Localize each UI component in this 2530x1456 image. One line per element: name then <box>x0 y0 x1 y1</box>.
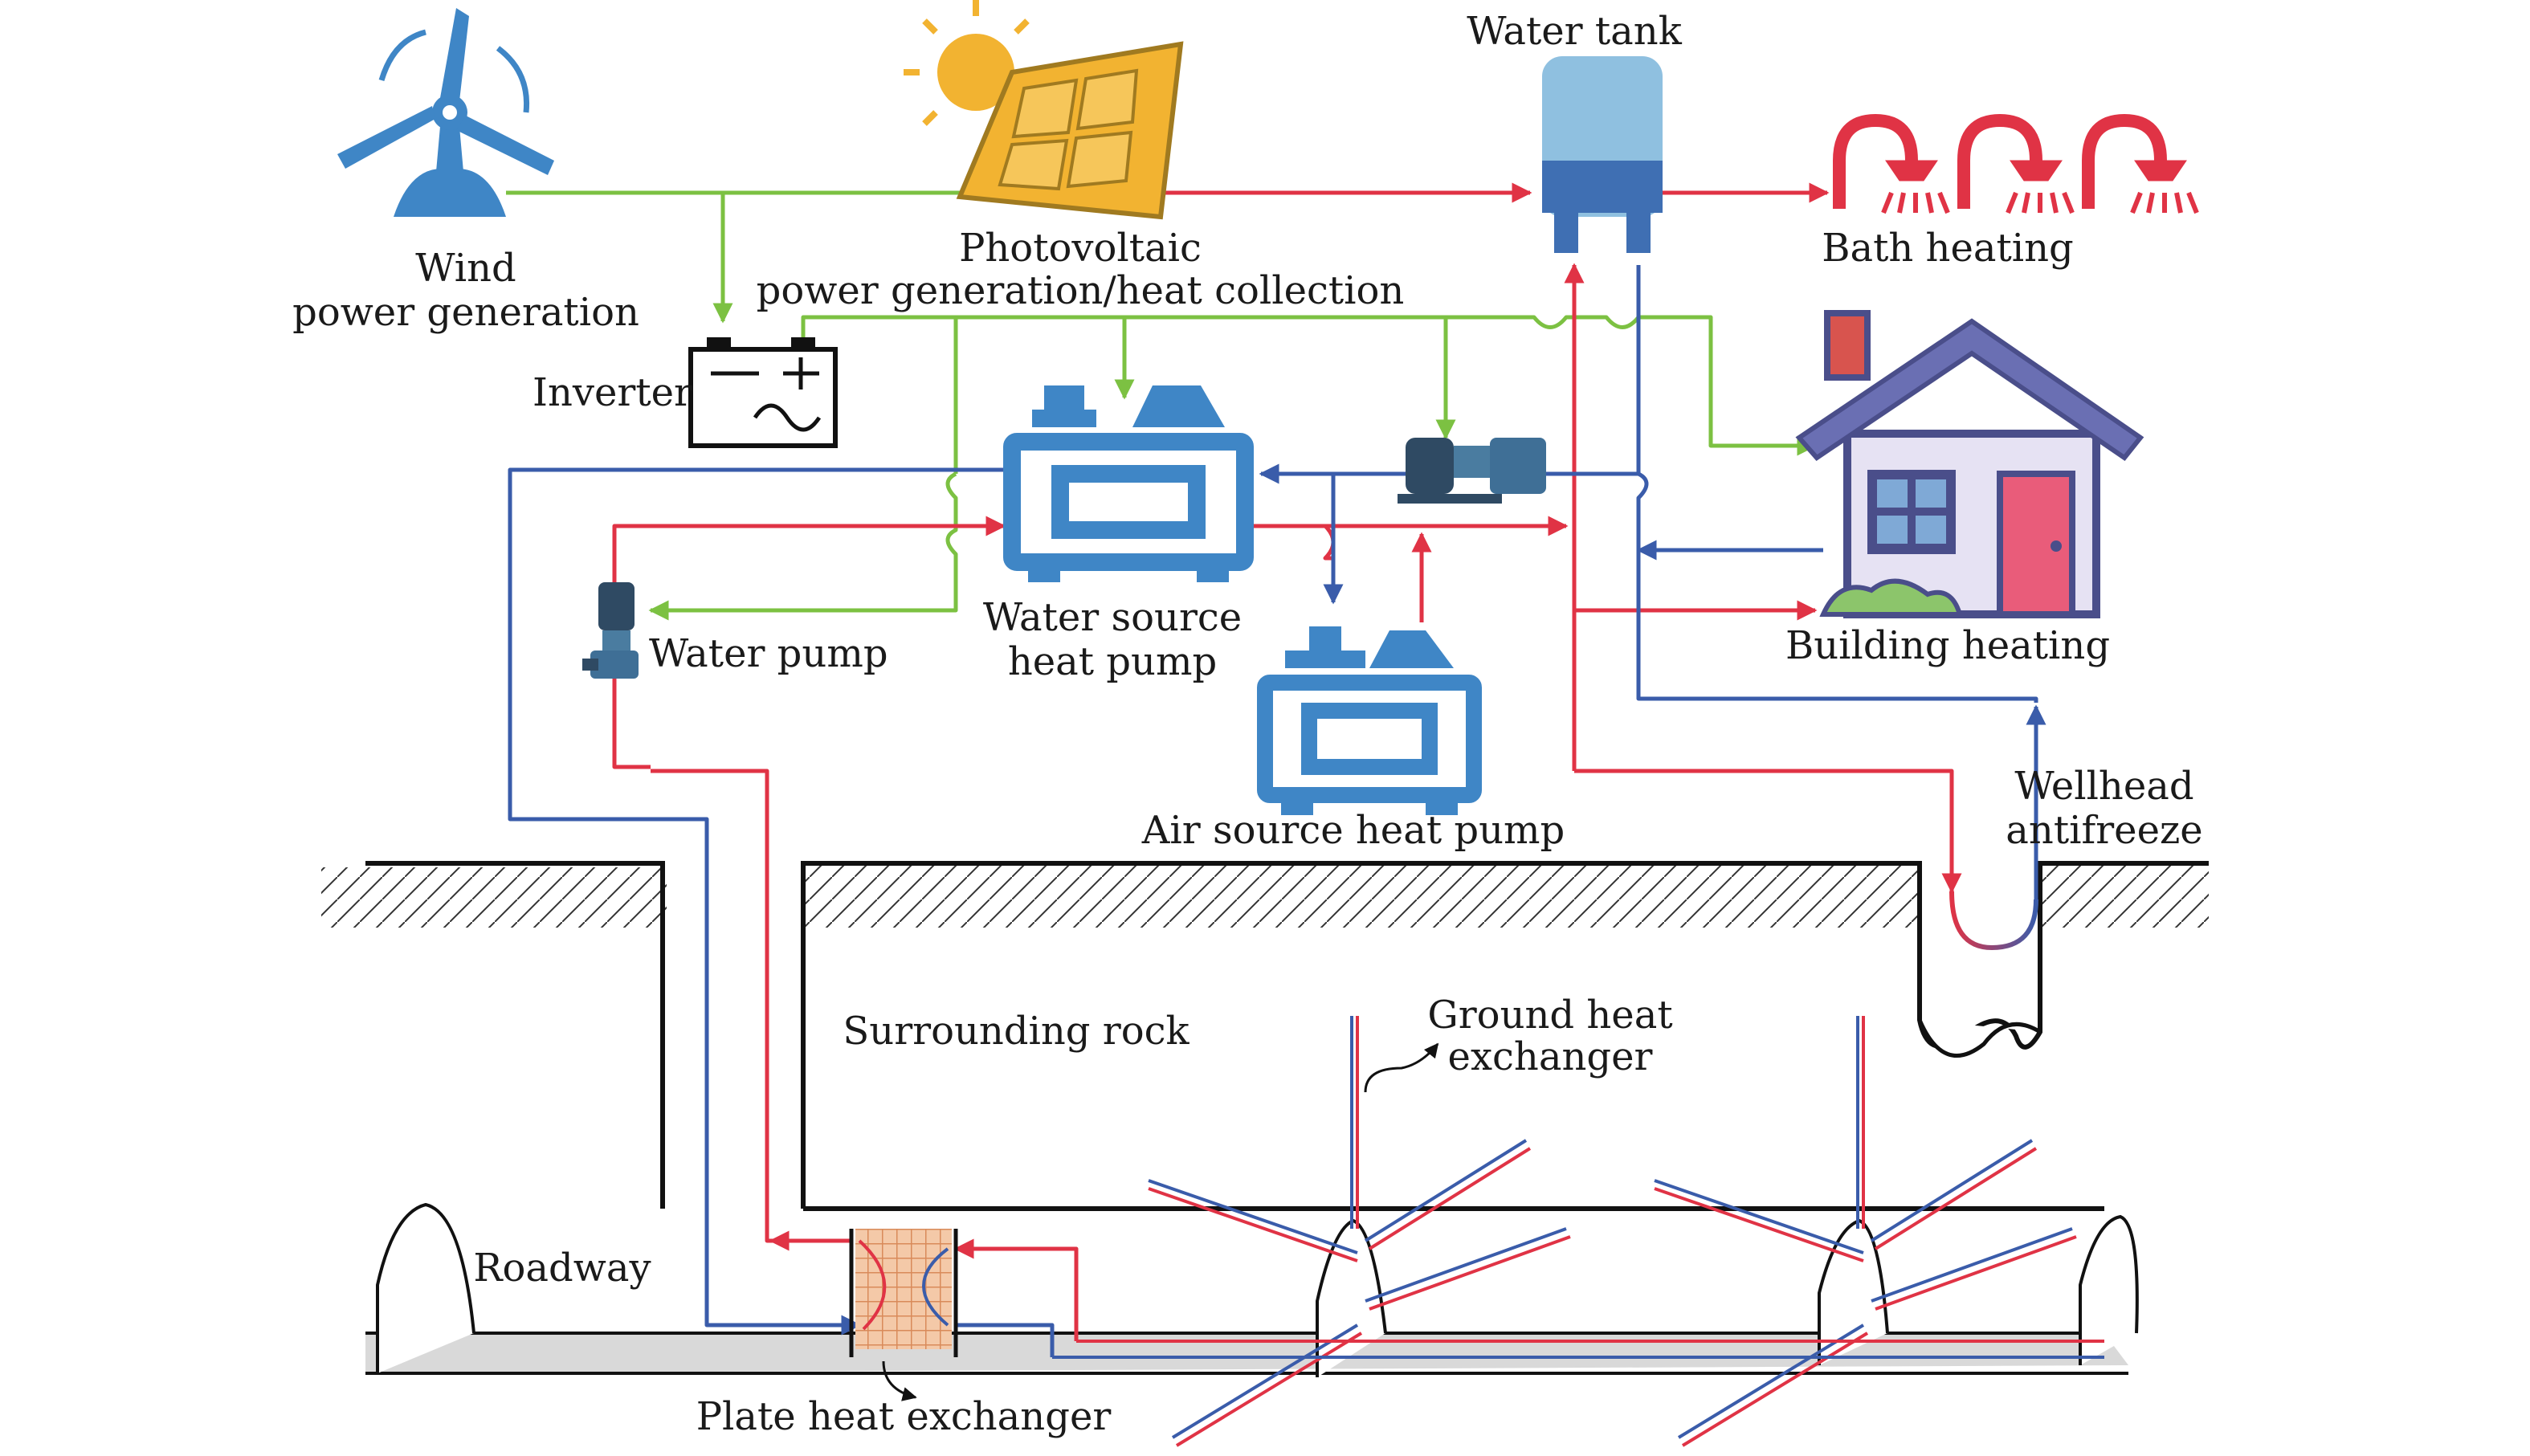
wellhead-u-loop <box>1949 891 2038 951</box>
bath-heating-label: Bath heating <box>1822 226 2074 271</box>
roadway-label: Roadway <box>473 1246 651 1291</box>
wind-label-line2: power generation <box>292 290 639 335</box>
shower-icons <box>1833 113 2199 214</box>
shower-icon <box>1957 113 2075 214</box>
heat-pump-icon <box>1257 626 1482 815</box>
vertical-pump-icon <box>582 582 639 679</box>
heat-pump-icon <box>1003 385 1254 582</box>
ground-surface <box>321 859 2209 1211</box>
building-heating-label: Building heating <box>1785 623 2110 668</box>
ground-heat-exchanger-label: Ground heat <box>1427 993 1672 1038</box>
wellhead-label-line2: antifreeze <box>2006 808 2202 853</box>
ground-heat-exchanger-pointer <box>1364 1042 1439 1093</box>
pv-label: Photovoltaic <box>959 226 1202 271</box>
plate-heat-exchanger-icon <box>849 1229 958 1357</box>
wind-turbine-icon <box>337 8 554 217</box>
hot-water-lines <box>612 182 1962 1341</box>
sun-icon <box>904 0 1030 126</box>
inverter-label: Inverter <box>533 370 692 415</box>
water-tank-label: Water tank <box>1467 9 1683 54</box>
solar-panel-icon <box>956 41 1184 220</box>
cold-water-lines <box>508 265 2046 1357</box>
ground-heat-exchanger-label-line2: exchanger <box>1448 1034 1653 1079</box>
house-icon <box>1795 310 2144 618</box>
water-tank-icon <box>1542 56 1663 253</box>
wshp-label: Water source <box>983 595 1242 640</box>
surrounding-rock-label: Surrounding rock <box>843 1009 1190 1054</box>
shower-icon <box>2082 113 2199 214</box>
pv-label-line2: power generation/heat collection <box>757 268 1405 313</box>
ground-heat-exchanger-pipes <box>1052 1016 2104 1447</box>
roadway-tunnel <box>365 1202 2139 1377</box>
plate-heat-exchanger-label: Plate heat exchanger <box>696 1394 1112 1439</box>
wshp-label-line2: heat pump <box>1008 639 1217 684</box>
ashp-label: Air source heat pump <box>1141 808 1565 853</box>
shower-icon <box>1833 113 1950 214</box>
wind-label: Wind <box>415 246 516 291</box>
plate-heat-exchanger-pointer <box>882 1360 917 1401</box>
water-pump-label: Water pump <box>649 631 888 676</box>
motor-pump-icon <box>1398 438 1546 504</box>
wellhead-label: Wellhead <box>2014 764 2193 809</box>
battery-inverter-icon <box>688 337 838 448</box>
